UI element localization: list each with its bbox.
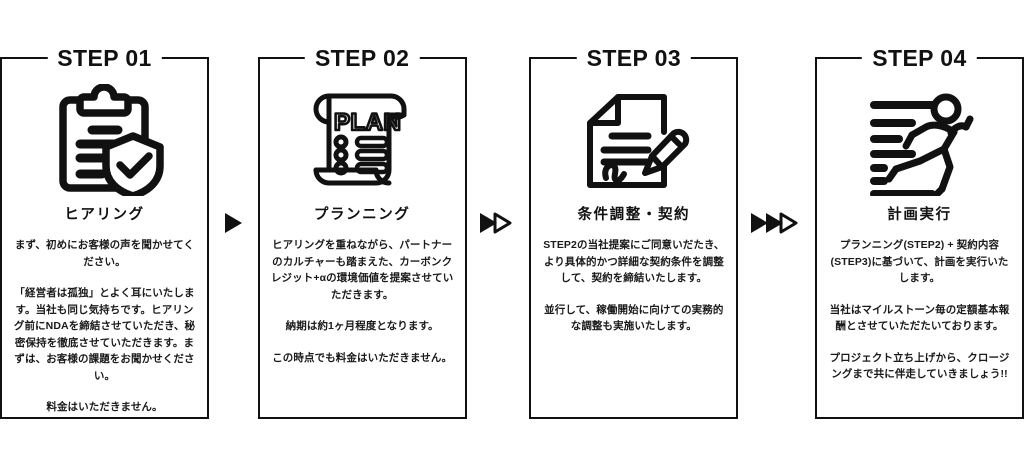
step-paragraph: まず、初めにお客様の声を聞かせてください。 (14, 239, 195, 268)
svg-text:PLAN: PLAN (334, 109, 401, 136)
running-person-icon (861, 81, 977, 199)
step-paragraph: 納期は約1ヶ月程度となります。 (285, 320, 439, 332)
step-title-03: 条件調整・契約 (577, 207, 691, 223)
step-card-02: STEP 02 PLAN プランニング ヒアリン (257, 45, 467, 419)
step-body-01: まず、初めにお客様の声を聞かせてください。 「経営者は孤独」とよく耳にいたします… (2, 237, 207, 416)
connector-arrow-triple (750, 208, 804, 238)
step-paragraph: 「経営者は孤独」とよく耳にいたします。当社も同じ気持ちです。ヒアリング前にNDA… (13, 287, 196, 382)
step-card-01: STEP 01 ヒアリング まず、初めにお客様の声を聞かせてください。 「経営者… (0, 45, 209, 419)
step-title-01: ヒアリング (64, 207, 145, 223)
step-paragraph: 料金はいただきません。 (46, 401, 163, 413)
step-label-04: STEP 04 (862, 45, 977, 72)
contract-signature-pen-icon (576, 81, 692, 199)
step-body-04: プランニング(STEP2) + 契約内容(STEP3)に基づいて、計画を実行いた… (817, 237, 1022, 383)
step-paragraph: プロジェクト立ち上げから、クロージングまで共に伴走していきましょう!! (829, 351, 1010, 381)
step-body-02: ヒアリングを重ねながら、パートナーのカルチャーも踏まえた、カーボンクレジット+α… (260, 237, 465, 366)
step-paragraph: STEP2の当社提案にご同意いだたき、より具体的かつ詳細な契約条件を調整して、契… (543, 239, 725, 284)
step-paragraph: 並行して、稼働開始に向けての実務的な調整も実施いたします。 (544, 303, 724, 333)
connector-arrow-double (478, 208, 518, 238)
step-title-04: 計画実行 (887, 207, 952, 223)
step-label-03: STEP 03 (576, 45, 692, 72)
step-paragraph: プランニング(STEP2) + 契約内容(STEP3)に基づいて、計画を実行いた… (830, 239, 1009, 284)
step-title-02: プランニング (313, 207, 411, 223)
clipboard-shield-check-icon (46, 81, 164, 199)
step-card-04: STEP 04 計画実行 (814, 45, 1024, 419)
step-label-01: STEP 01 (47, 45, 162, 72)
connector-arrow-single (220, 208, 246, 238)
step-paragraph: この時点でも料金はいただきません。 (272, 351, 453, 364)
step-label-02: STEP 02 (304, 45, 420, 72)
plan-scroll-checklist-icon: PLAN (305, 81, 419, 199)
step-body-03: STEP2の当社提案にご同意いだたき、より具体的かつ詳細な契約条件を調整して、契… (531, 237, 736, 335)
step-paragraph: 当社はマイルストーン毎の定額基本報酬とさせていただたいております。 (829, 303, 1010, 333)
step-paragraph: ヒアリングを重ねながら、パートナーのカルチャーも踏まえた、カーボンクレジット+α… (270, 239, 454, 301)
step-card-03: STEP 03 条件調整・契約 STEP2の当社提案にご同意いだたき、より具体的… (529, 45, 739, 419)
